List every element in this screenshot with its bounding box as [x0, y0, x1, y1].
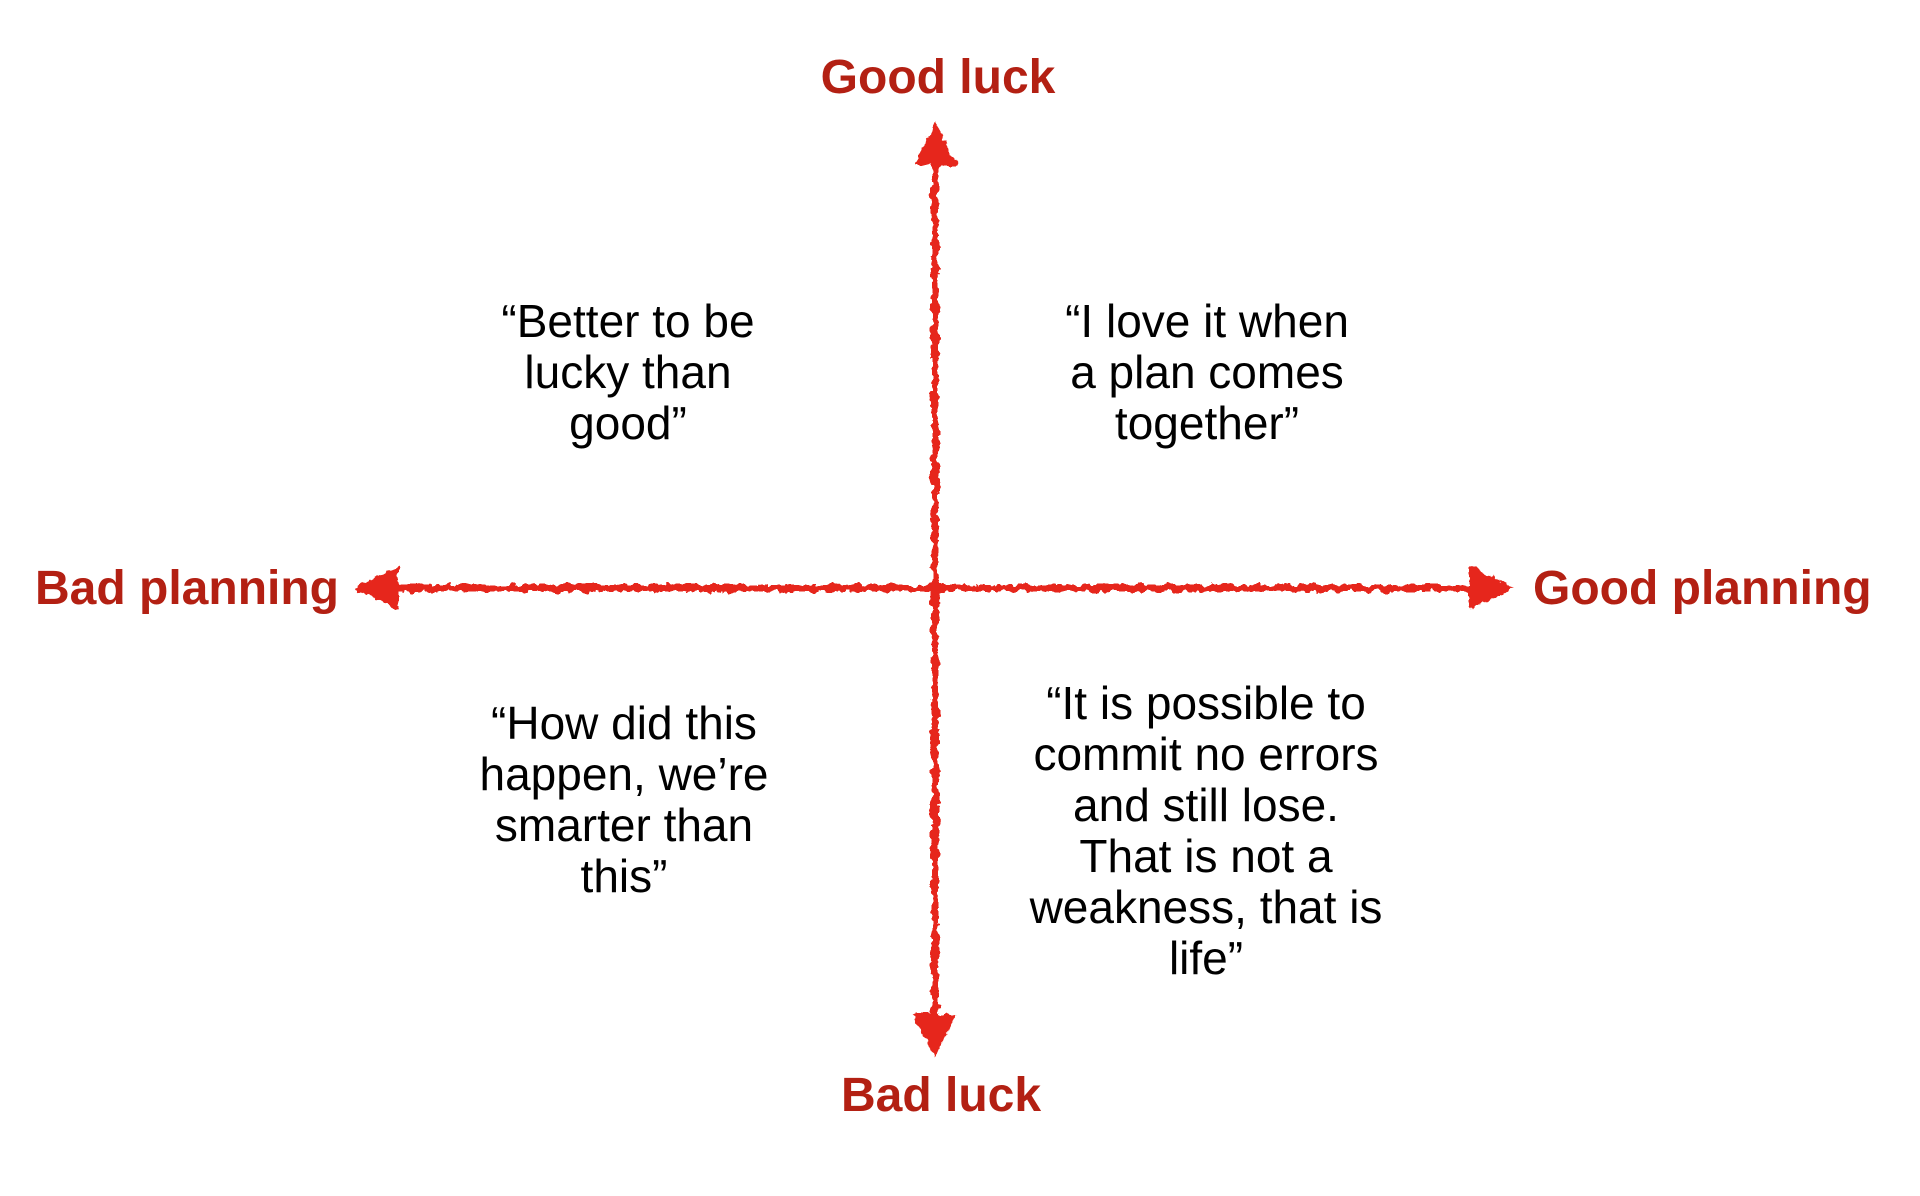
arrowhead-down-icon	[913, 1013, 957, 1059]
axis-label-bad-planning: Bad planning	[35, 562, 339, 615]
quadrant-quote-top-right: “I love it when a plan comes together”	[1065, 295, 1349, 449]
quadrant-quote-bottom-right: “It is possible to commit no errors and …	[1029, 677, 1383, 984]
axis-label-good-planning: Good planning	[1533, 562, 1872, 615]
arrowhead-left-icon	[353, 566, 399, 610]
quadrant-quote-top-left: “Better to be lucky than good”	[501, 295, 755, 449]
axis-label-good-luck: Good luck	[820, 51, 1056, 104]
arrowhead-right-icon	[1469, 566, 1515, 610]
arrowhead-up-icon	[913, 120, 957, 166]
axes-lines	[353, 120, 1515, 1059]
quadrant-quote-bottom-left: “How did this happen, we’re smarter than…	[479, 697, 769, 902]
axis-label-bad-luck: Bad luck	[840, 1069, 1042, 1122]
